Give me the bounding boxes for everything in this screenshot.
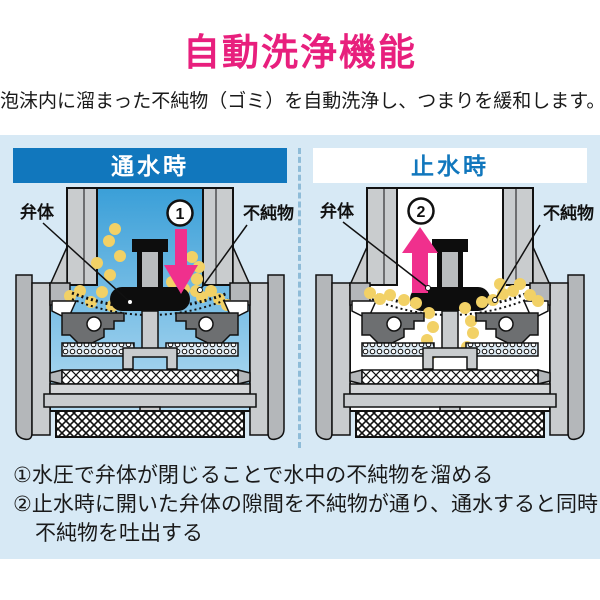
step-1-badge xyxy=(166,199,194,227)
step-2-badge xyxy=(407,197,435,225)
note-line-1: ①水圧で弁体が閉じることで水中の不純物を溜める xyxy=(13,464,494,487)
flowing-header-bar xyxy=(13,148,287,183)
mesh-screen xyxy=(371,291,529,310)
aerator-diagram-flowing: 通水時 xyxy=(13,148,294,441)
stopped-header-label: 止水時 xyxy=(411,153,489,179)
svg-text:2: 2 xyxy=(417,204,426,221)
impurity-label: 不純物 xyxy=(543,203,594,223)
casing-left xyxy=(315,274,333,441)
flow-up-arrow-icon xyxy=(402,227,438,293)
note-line-3: 不純物を吐出する xyxy=(35,522,203,545)
inlet-wall-left xyxy=(66,187,98,286)
outlet-mesh xyxy=(355,410,545,438)
page-title: 自動洗浄機能 xyxy=(183,32,417,73)
diagram-panel: 通水時 xyxy=(0,135,600,559)
note-line-2: ②止水時に開いた弁体の隙間を不純物が通り、通水すると同時に、 xyxy=(13,493,600,516)
casing-left xyxy=(15,274,33,441)
valve-label: 弁体 xyxy=(20,202,55,222)
mesh-screen xyxy=(71,291,229,310)
aerator-diagram-stopped: 止水時 xyxy=(313,148,594,441)
inlet-wall-left xyxy=(366,187,398,286)
svg-text:1: 1 xyxy=(176,206,185,223)
flow-down-arrow-icon xyxy=(164,229,198,294)
panel-divider xyxy=(298,148,301,448)
valve-label: 弁体 xyxy=(320,201,355,221)
inlet-wall-right xyxy=(502,187,534,286)
casing-right xyxy=(267,274,285,441)
stopped-header-bar xyxy=(313,148,587,183)
inlet-wall-right xyxy=(202,187,234,286)
valve-disc xyxy=(110,287,190,311)
casing-right xyxy=(567,274,585,441)
outlet-mesh xyxy=(55,410,245,438)
flowing-header-label: 通水時 xyxy=(111,153,189,179)
impurity-label: 不純物 xyxy=(243,203,294,223)
page-subtitle: 泡沫内に溜まった不純物（ゴミ）を自動洗浄し、つまりを緩和します。 xyxy=(0,91,600,112)
step-notes: ①水圧で弁体が閉じることで水中の不純物を溜める ②止水時に開いた弁体の隙間を不純… xyxy=(13,461,600,548)
